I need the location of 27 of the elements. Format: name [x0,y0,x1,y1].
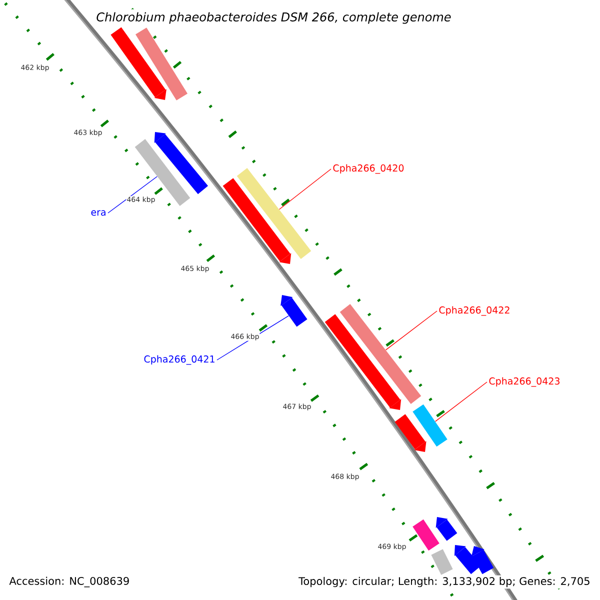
gene-label: Cpha266_0422 [439,306,510,316]
gene-bar [471,546,494,574]
footer-text: Accession: NC_008639 [9,576,129,588]
gene-bar [431,549,453,575]
leader-line [385,310,438,350]
gene-bar [412,519,440,551]
leader-line [434,382,488,422]
gene-bar [436,517,458,541]
gene-bar [222,178,292,264]
gene-bar [236,168,312,259]
gene-bar [454,545,481,574]
gene-bar [154,132,208,194]
gene-bar [280,295,308,327]
gene-label: era [91,210,106,216]
gene-label: Cpha266_0423 [489,377,560,387]
footer-text: Topology: circular; Length: 3,133,902 bp; Genes: 2,705 [297,575,592,589]
gene-label: Cpha266_0421 [144,355,214,365]
gene-bar [412,404,448,447]
leader-line [108,176,158,214]
gene-bar [394,414,426,452]
gene-bar [324,314,402,410]
gene-bar [110,27,166,100]
leader-line [278,168,332,210]
title: Chlorobium phaeobacteroides DSM 266, complete genome [93,9,454,27]
gene-bar [135,28,188,100]
gene-label: Cpha266_0420 [333,164,404,174]
gene-bar [340,304,422,404]
